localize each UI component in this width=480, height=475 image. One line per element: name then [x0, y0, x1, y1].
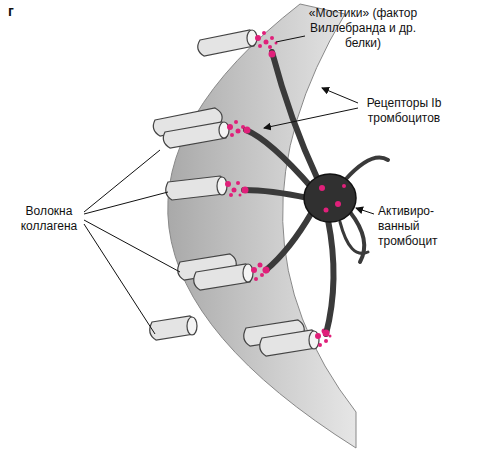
vessel-wall [168, 4, 356, 448]
callout-label: Волокна коллагена [12, 204, 86, 234]
leader-lines [84, 36, 374, 334]
platelet-pseudopods [244, 52, 388, 334]
callout-label: Активиро- ванный тромбоцит [378, 204, 448, 249]
callout-label: Рецепторы Ib тромбоцитов [352, 96, 456, 126]
callout-label: «Мостики» (фактор Виллебранда и др. белк… [300, 6, 426, 51]
collagen-fibres [150, 30, 319, 356]
panel-letter: г [8, 4, 28, 19]
platelet-body [304, 174, 356, 222]
platelet-granules [319, 184, 346, 213]
